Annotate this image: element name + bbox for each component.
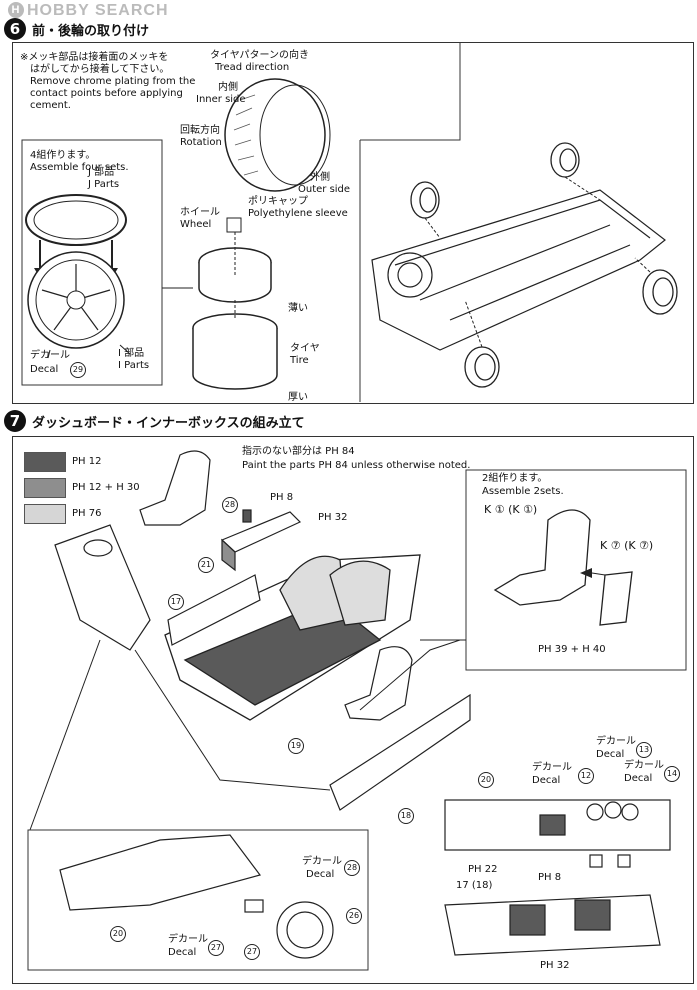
k1-label: K ① (K ①): [484, 503, 538, 516]
thin-label: 薄い: [288, 303, 308, 314]
outer-side-jp: 外側: [310, 172, 330, 183]
interior-tub: [164, 554, 421, 721]
tire-tread: [224, 78, 326, 192]
i-parts-jp: I 部品: [118, 348, 145, 359]
decal-13-number: 13: [636, 742, 652, 758]
tire-jp: タイヤ: [290, 343, 320, 354]
paint-note-en: Paint the parts PH 84 unless otherwise n…: [242, 460, 471, 471]
step7-title: ダッシュボード・インナーボックスの組み立て: [32, 416, 305, 431]
legend-label-ph12: PH 12: [72, 456, 102, 467]
ph22-label: PH 22: [468, 864, 498, 875]
wheel-en: Wheel: [180, 219, 212, 230]
four-sets-en: Assemble four sets.: [30, 162, 129, 173]
decal-27-en: Decal: [168, 947, 197, 958]
step6-number: 6: [4, 18, 26, 40]
decal-12-number: 12: [578, 768, 594, 784]
step7-panel: [12, 436, 694, 984]
part-26-number: 26: [346, 908, 362, 924]
paint-note-jp: 指示のない部分は PH 84: [242, 446, 355, 457]
decal-28-jp: デカール: [302, 856, 342, 867]
ph32-label: PH 32: [318, 512, 348, 523]
inner-side-jp: 内側: [218, 82, 238, 93]
part-18-number: 18: [398, 808, 414, 824]
tread-direction-en: Tread direction: [215, 62, 290, 73]
chrome-note-jp-1: ※メッキ部品は接着面のメッキを: [20, 52, 169, 63]
part-20b-number: 20: [110, 926, 126, 942]
rotation-jp: 回転方向: [180, 125, 220, 136]
hobby-search-logo-icon: H: [8, 2, 24, 18]
outer-side-en: Outer side: [298, 184, 351, 195]
part-17-number: 17: [168, 594, 184, 610]
i-parts-en: I Parts: [118, 360, 150, 371]
part-20-number: 20: [478, 772, 494, 788]
polycap-en: Polyethylene sleeve: [248, 208, 348, 219]
legend-label-ph12-h30: PH 12 + H 30: [72, 482, 140, 493]
wheel-jp: ホイール: [180, 207, 220, 218]
chassis-box-outline: [359, 42, 461, 402]
chrome-note-jp-2: はがしてから接着して下さい。: [30, 64, 170, 75]
ph39-h40-label: PH 39 + H 40: [538, 644, 606, 655]
rim-ring-j: [25, 194, 127, 246]
j-parts-jp: J 部品: [88, 167, 115, 178]
polycap: [226, 217, 242, 233]
decal-14-number: 14: [664, 766, 680, 782]
watermark-text: HOBBY SEARCH: [27, 2, 169, 19]
legend-swatch-ph12: [24, 452, 66, 472]
decal-en: Decal: [30, 364, 59, 375]
decal-27-jp: デカール: [168, 934, 208, 945]
four-sets-box: [21, 139, 163, 386]
part-28-number: 28: [222, 497, 238, 513]
inner-side-en: Inner side: [196, 94, 246, 105]
four-sets-jp: 4組作ります。: [30, 150, 96, 161]
part-27-number: 27: [244, 944, 260, 960]
ph8b-label: PH 8: [538, 872, 562, 883]
decal-13-jp: デカール: [596, 736, 636, 747]
chrome-note-en-2: contact points before applying: [30, 88, 183, 99]
dashboard-detail-box: [27, 829, 369, 971]
step7-number: 7: [4, 410, 26, 432]
two-sets-jp: 2組作ります。: [482, 473, 548, 484]
decal-28-en: Decal: [306, 869, 335, 880]
thick-label: 厚い: [288, 392, 308, 403]
step6-title: 前・後輪の取り付け: [32, 24, 150, 39]
polycap-jp: ポリキャップ: [248, 196, 308, 207]
chassis-drawing: [371, 189, 666, 351]
decal-jp: デカール: [30, 350, 70, 361]
k7-label: K ⑦ (K ⑦): [600, 539, 654, 552]
decal-12-jp: デカール: [532, 762, 572, 773]
decal-14-jp: デカール: [624, 760, 664, 771]
seat-large: [493, 509, 633, 626]
rotation-en: Rotation: [180, 137, 222, 148]
tire-en: Tire: [290, 355, 309, 366]
two-sets-box: [465, 469, 687, 671]
legend-swatch-ph76: [24, 504, 66, 524]
parts-17-18-label: 17 (18): [456, 880, 493, 891]
j-parts-en: J Parts: [88, 179, 120, 190]
decal-13-en: Decal: [596, 749, 625, 760]
chrome-note-en-1: Remove chrome plating from the: [30, 76, 196, 87]
decal-28-number: 28: [344, 860, 360, 876]
decal-14-en: Decal: [624, 773, 653, 784]
legend-swatch-ph12-h30: [24, 478, 66, 498]
tread-direction-jp: タイヤパターンの向き: [210, 50, 309, 61]
decal-27-number: 27: [208, 940, 224, 956]
two-sets-en: Assemble 2sets.: [482, 486, 564, 497]
decal-29-number: 29: [70, 362, 86, 378]
ph8-label: PH 8: [270, 492, 294, 503]
ph32b-label: PH 32: [540, 960, 570, 971]
legend-label-ph76: PH 76: [72, 508, 102, 519]
step6-panel: [12, 42, 694, 404]
part-19-number: 19: [288, 738, 304, 754]
chrome-note-en-3: cement.: [30, 100, 71, 111]
decal-12-en: Decal: [532, 775, 561, 786]
part-21-number: 21: [198, 557, 214, 573]
